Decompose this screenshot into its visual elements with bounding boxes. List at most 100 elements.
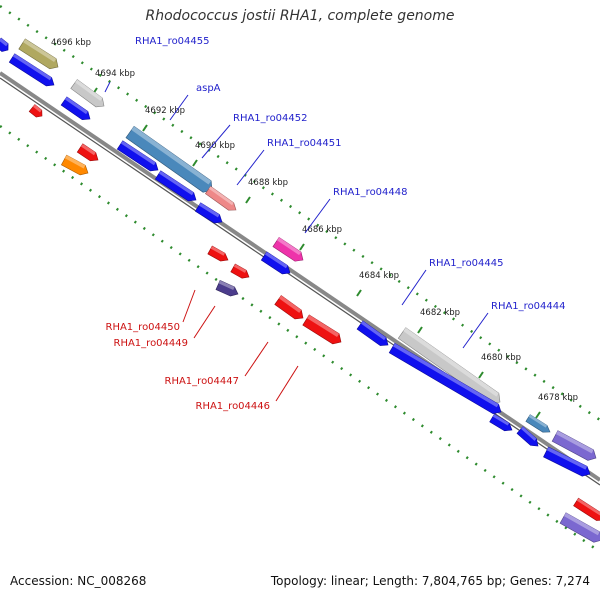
gene-feature[interactable] (272, 237, 304, 262)
gene-label[interactable]: RHA1_ro04451 (267, 138, 342, 149)
gene-highlight (0, 38, 9, 47)
kbp-tick (478, 371, 484, 379)
kbp-label: 4682 kbp (420, 308, 460, 318)
gene-label[interactable]: RHA1_ro04449 (114, 338, 189, 349)
gene-body (194, 202, 223, 224)
gene-feature[interactable] (356, 320, 389, 346)
gene-body (559, 512, 600, 543)
gene-feature[interactable] (525, 414, 551, 433)
gene-label[interactable]: RHA1_ro04452 (233, 113, 308, 124)
gene-body (302, 314, 342, 345)
gene-feature[interactable] (207, 245, 229, 262)
gene-body (573, 497, 600, 521)
gene-body (8, 53, 55, 87)
kbp-label: 4690 kbp (195, 141, 235, 151)
gene-feature[interactable] (559, 512, 600, 543)
gene-label[interactable]: RHA1_ro04446 (196, 401, 271, 412)
leader-line (236, 149, 265, 186)
gene-highlight (564, 512, 600, 536)
gene-feature[interactable] (489, 413, 513, 432)
accession-text: Accession: NC_008268 (10, 574, 147, 588)
kbp-label: 4678 kbp (538, 393, 578, 403)
gene-feature[interactable] (18, 38, 59, 70)
gene-highlight (279, 295, 302, 313)
gene-feature[interactable] (194, 202, 223, 224)
gene-body (76, 143, 99, 162)
gene-feature[interactable] (543, 446, 591, 477)
gene-feature[interactable] (302, 314, 342, 345)
gene-highlight (277, 237, 302, 256)
leader-line (275, 365, 299, 402)
gene-label[interactable]: RHA1_ro04444 (491, 301, 566, 312)
gene-feature[interactable] (0, 37, 9, 52)
gene-highlight (492, 414, 510, 426)
gene-highlight (555, 430, 594, 454)
gene-feature[interactable] (516, 426, 539, 447)
gene-body (154, 170, 197, 202)
gene-body (204, 185, 237, 211)
gene-highlight (32, 104, 42, 113)
leader-line (169, 94, 189, 121)
gene-highlight (208, 186, 234, 206)
gene-body (28, 104, 43, 118)
gene-feature[interactable] (154, 170, 197, 202)
gene-feature[interactable] (204, 185, 237, 211)
gene-feature[interactable] (60, 96, 91, 121)
gene-highlight (64, 96, 88, 115)
gene-feature[interactable] (8, 53, 55, 87)
gene-label[interactable]: RHA1_ro04455 (135, 36, 210, 47)
gene-feature[interactable] (388, 342, 502, 415)
kbp-tick (535, 411, 541, 419)
gene-highlight (131, 126, 212, 185)
gene-highlight (120, 140, 156, 166)
kbp-label: 4692 kbp (145, 106, 185, 116)
gene-feature[interactable] (60, 154, 89, 176)
backbone-line (0, 71, 600, 482)
gene-highlight (64, 155, 86, 169)
gene-label[interactable]: RHA1_ro04448 (333, 187, 408, 198)
gene-body (272, 237, 304, 262)
genome-summary-text: Topology: linear; Length: 7,804,765 bp; … (270, 574, 590, 588)
leader-line (401, 269, 427, 306)
gene-highlight (75, 79, 103, 101)
leader-line (462, 312, 489, 349)
gene-feature[interactable] (260, 251, 291, 275)
leader-line (104, 81, 111, 93)
gene-highlight (12, 53, 52, 81)
gene-highlight (392, 343, 499, 408)
kbp-tick (417, 326, 423, 334)
gene-label[interactable]: RHA1_ro04447 (165, 376, 240, 387)
gene-highlight (361, 320, 387, 341)
gene-label[interactable]: RHA1_ro04445 (429, 258, 504, 269)
gene-feature[interactable] (70, 79, 105, 108)
gene-highlight (233, 264, 247, 273)
gene-highlight (307, 314, 340, 338)
gene-feature[interactable] (573, 497, 600, 521)
gene-label[interactable]: RHA1_ro04450 (106, 322, 181, 333)
gene-feature[interactable] (116, 140, 159, 172)
kbp-tick (245, 196, 251, 204)
gene-body (230, 263, 250, 279)
kbp-label: 4680 kbp (481, 353, 521, 363)
gene-highlight (528, 414, 548, 428)
gene-feature[interactable] (551, 430, 597, 461)
gene-highlight (158, 170, 194, 196)
gene-highlight (218, 280, 235, 290)
gene-body (207, 245, 229, 262)
gene-body (60, 96, 91, 121)
gene-feature[interactable] (230, 263, 250, 279)
gene-feature[interactable] (76, 143, 99, 162)
ruler-top-dotted (0, 4, 600, 422)
gene-highlight (80, 143, 96, 156)
gene-highlight (23, 38, 57, 63)
gene-label[interactable]: aspA (196, 83, 221, 94)
gene-feature[interactable] (125, 125, 213, 193)
gene-feature[interactable] (274, 295, 304, 320)
leader-line (201, 124, 231, 159)
gene-feature[interactable] (28, 104, 43, 118)
gene-feature[interactable] (215, 280, 239, 297)
gene-body (274, 295, 304, 320)
gene-highlight (546, 447, 588, 470)
kbp-label: 4694 kbp (95, 69, 135, 79)
